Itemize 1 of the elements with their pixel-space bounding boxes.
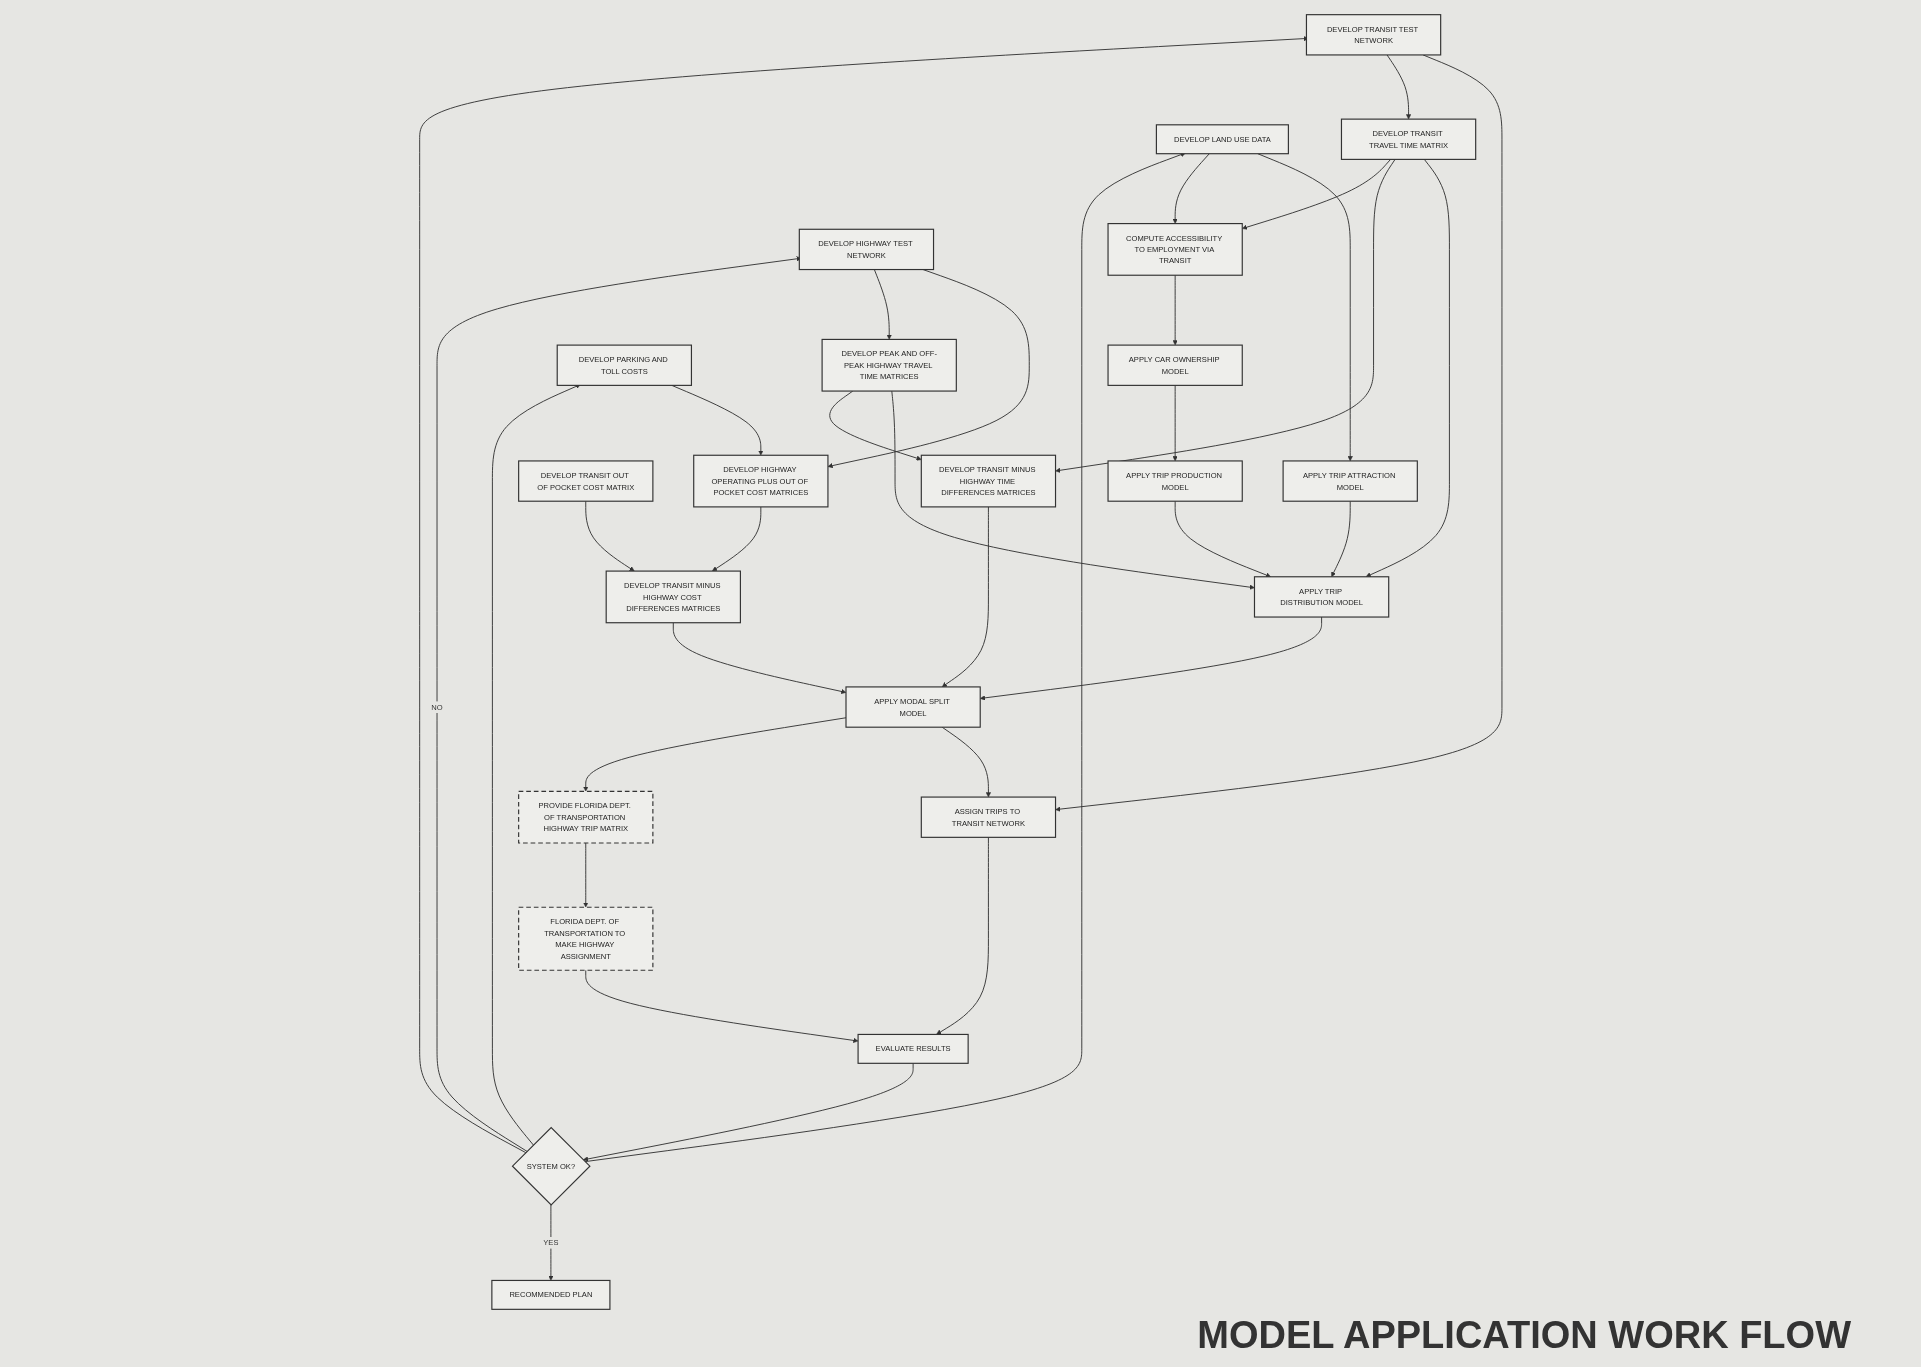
diagram-title: MODEL APPLICATION WORK FLOW [1197,1314,1851,1357]
